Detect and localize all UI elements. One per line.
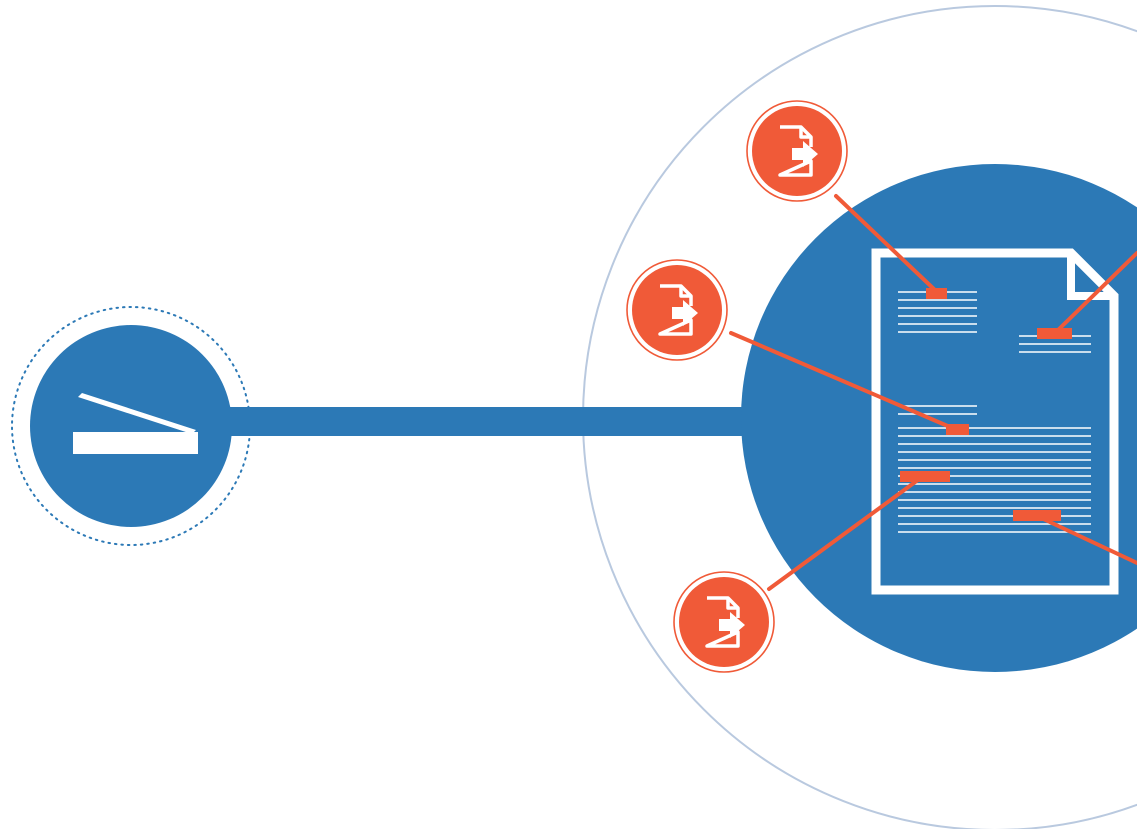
scanner-circle (30, 325, 232, 527)
highlight-4 (900, 471, 950, 482)
extraction-connectors (729, 194, 1137, 591)
extract-badge-3 (673, 571, 775, 673)
connector-line-4 (1053, 251, 1137, 335)
connector-line-1 (834, 194, 939, 294)
file-export-icon (705, 596, 745, 648)
connector-line-2 (729, 331, 959, 432)
highlight-3 (946, 424, 969, 435)
connector-bar (225, 407, 785, 436)
document-highlights (900, 288, 1072, 521)
extract-badge-1 (746, 100, 848, 202)
connector-line-3 (767, 475, 924, 591)
file-export-icon (778, 125, 818, 177)
extract-badge-2 (626, 259, 728, 361)
highlight-2 (1037, 328, 1072, 339)
highlight-1 (926, 288, 947, 299)
document-circle (741, 164, 1137, 672)
scanner-node (11, 306, 251, 546)
scanner-icon (73, 393, 198, 454)
connector-line-5 (1035, 514, 1137, 565)
file-export-icon (658, 284, 698, 336)
highlight-5 (1013, 510, 1061, 521)
